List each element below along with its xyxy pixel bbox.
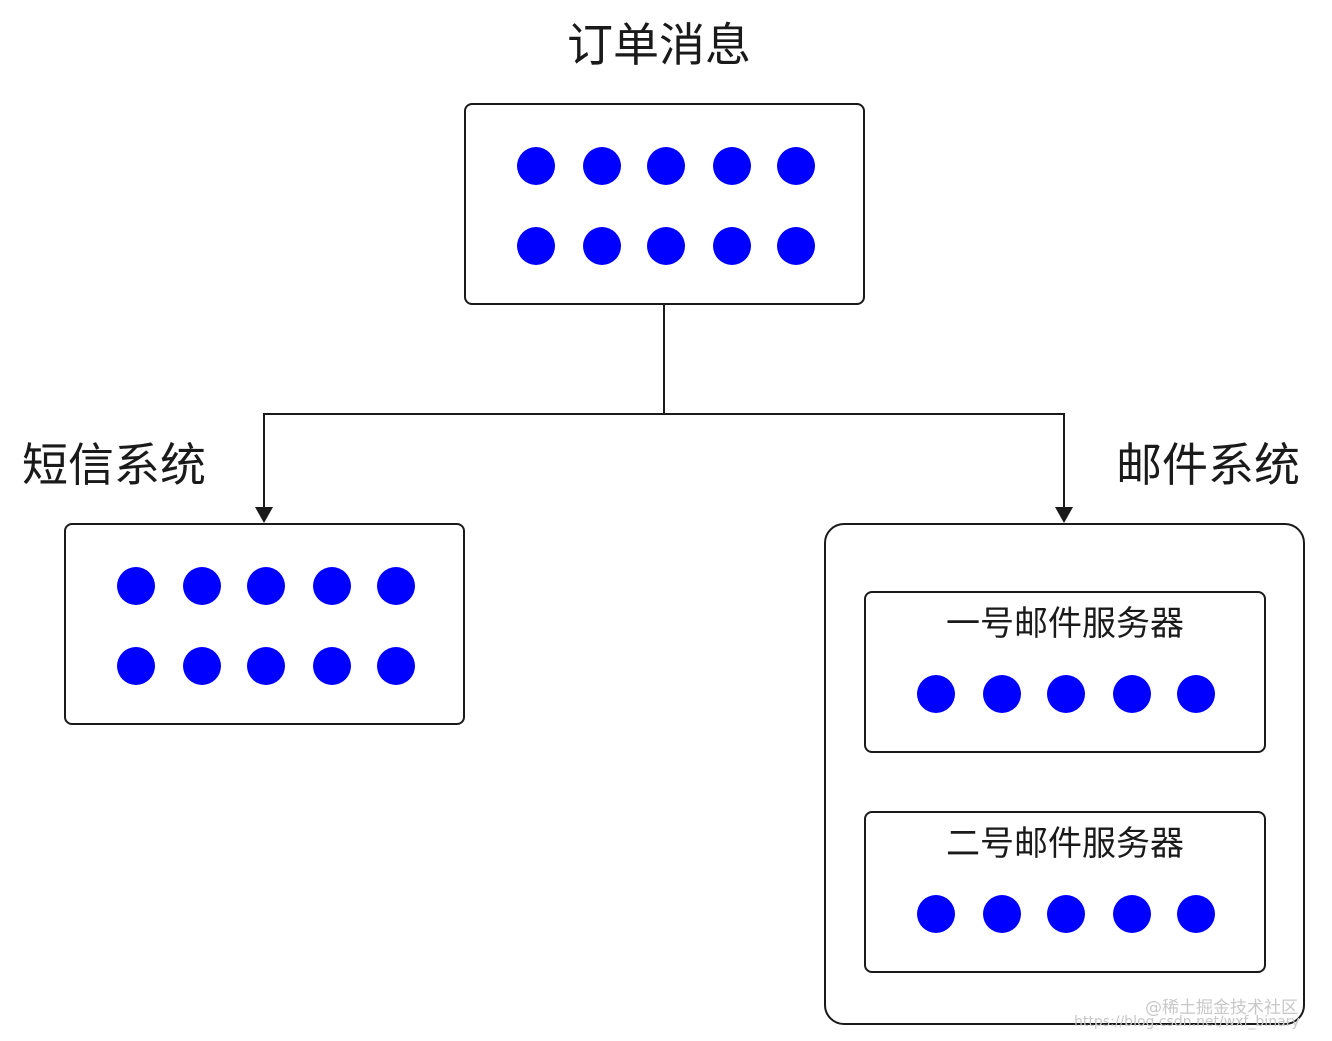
message-dot [647, 147, 685, 185]
message-dot [917, 895, 955, 933]
connector-sms-branch [263, 413, 265, 509]
message-dot [713, 147, 751, 185]
mail-server-title: 一号邮件服务器 [946, 604, 1184, 644]
mail-server-box: 二号邮件服务器 [864, 811, 1266, 973]
message-dot [247, 567, 285, 605]
order-message-title: 订单消息 [567, 18, 751, 72]
order-message-box [464, 103, 865, 305]
message-dot [983, 675, 1021, 713]
message-dot [247, 647, 285, 685]
connector-trunk [663, 305, 665, 414]
message-dot [517, 227, 555, 265]
message-dot [777, 227, 815, 265]
message-dot [183, 647, 221, 685]
mail-system-title: 邮件系统 [1116, 438, 1300, 492]
message-dot [713, 227, 751, 265]
message-dot [1113, 895, 1151, 933]
arrow-to-mail-icon [1055, 507, 1073, 523]
message-dot [917, 675, 955, 713]
message-dot [377, 647, 415, 685]
message-dot [1047, 675, 1085, 713]
mail-server-title: 二号邮件服务器 [946, 824, 1184, 864]
message-dot [583, 227, 621, 265]
message-dot [517, 147, 555, 185]
message-dot [183, 567, 221, 605]
message-dot [313, 647, 351, 685]
sms-system-title: 短信系统 [22, 438, 206, 492]
mail-system-box: 一号邮件服务器 二号邮件服务器 [824, 523, 1305, 1025]
message-dot [1047, 895, 1085, 933]
connector-mail-branch [1063, 413, 1065, 509]
message-dot [377, 567, 415, 605]
sms-system-box [64, 523, 465, 725]
message-dot [583, 147, 621, 185]
message-dot [1177, 675, 1215, 713]
mail-server-box: 一号邮件服务器 [864, 591, 1266, 753]
message-dot [1113, 675, 1151, 713]
watermark-url: https://blog.csdn.net/wxf_binary [1074, 1014, 1300, 1030]
arrow-to-sms-icon [255, 507, 273, 523]
message-dot [117, 567, 155, 605]
message-dot [117, 647, 155, 685]
message-dot [647, 227, 685, 265]
message-dot [313, 567, 351, 605]
message-dot [983, 895, 1021, 933]
message-dot [777, 147, 815, 185]
message-dot [1177, 895, 1215, 933]
watermark-text: @稀土掘金技术社区 [1145, 998, 1298, 1018]
connector-horizontal [263, 413, 1065, 415]
